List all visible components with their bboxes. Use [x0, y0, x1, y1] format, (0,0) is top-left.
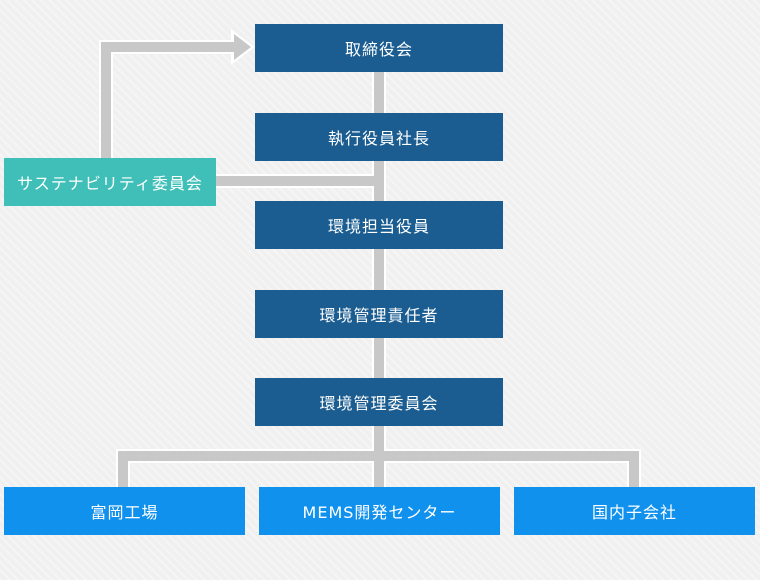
node-label: MEMS開発センター: [302, 503, 457, 522]
node-label: 取締役会: [344, 40, 413, 59]
node-label: 富岡工場: [90, 503, 159, 522]
node-board: 取締役会: [255, 24, 503, 72]
node-env-committee: 環境管理委員会: [255, 378, 503, 426]
node-tomioka-plant: 富岡工場: [4, 487, 245, 535]
node-sustainability-committee: サステナビリティ委員会: [4, 158, 216, 206]
node-label: 環境担当役員: [327, 217, 430, 236]
node-label: 環境管理委員会: [319, 394, 439, 413]
sustainability-to-board-line: [101, 42, 238, 160]
node-label: 国内子会社: [591, 503, 677, 522]
node-env-officer: 環境担当役員: [255, 201, 503, 249]
node-mems-center: MEMS開発センター: [259, 487, 500, 535]
node-domestic-subsidiaries: 国内子会社: [514, 487, 755, 535]
node-label: サステナビリティ委員会: [17, 174, 203, 193]
arrow-head-inner: [234, 34, 251, 60]
node-president: 執行役員社長: [255, 113, 503, 161]
node-env-manager: 環境管理責任者: [255, 290, 503, 338]
node-label: 環境管理責任者: [319, 306, 439, 325]
node-label: 執行役員社長: [327, 129, 430, 148]
